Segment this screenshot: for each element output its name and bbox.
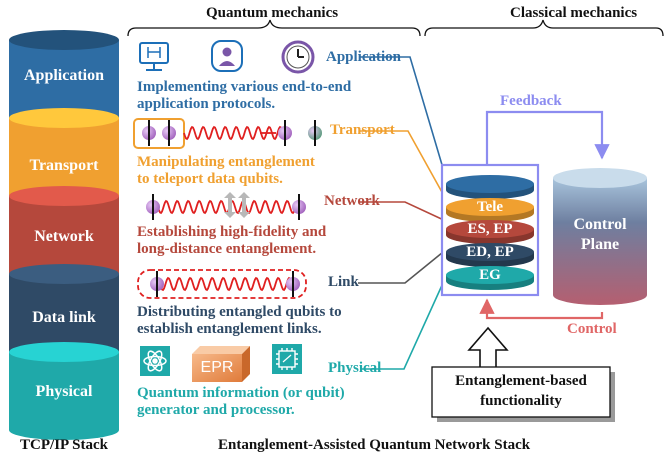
transport-description-line2: to teleport data qubits. <box>137 171 283 187</box>
feedback-label: Feedback <box>500 93 562 109</box>
tcp-layer-network: Network <box>34 228 94 245</box>
functionality-box <box>431 366 611 418</box>
tcp-layer-body <box>9 274 119 362</box>
tcp-layer-body <box>9 352 119 440</box>
func-disk-top <box>446 220 534 238</box>
qubit-icon <box>142 120 156 146</box>
spin-arrow-icon <box>152 194 154 220</box>
app-monitor-icon <box>139 42 169 71</box>
atom-icon <box>140 346 170 376</box>
func-disk-top <box>446 198 534 216</box>
control-plane-label-line1: Control <box>573 216 627 233</box>
quantum-stack-title: Entanglement-Assisted Quantum Network St… <box>218 437 531 453</box>
classical-brace <box>424 19 664 37</box>
control-plane-label-line2: Plane <box>580 236 620 253</box>
spin-arrow-icon <box>284 120 286 146</box>
layer-name-network: Network <box>324 193 380 209</box>
tcp-layer-body <box>9 196 119 284</box>
spin-arrow-icon <box>292 271 294 297</box>
feedback-arrow <box>485 110 610 170</box>
layer-name-application: Application <box>326 49 402 65</box>
qubit-icon <box>278 120 292 146</box>
tcp-layer-top <box>9 108 119 128</box>
control-plane-cylinder <box>553 168 647 305</box>
user-icon <box>211 40 243 72</box>
qubit-icon <box>146 194 160 220</box>
clock-icon <box>281 40 315 74</box>
disk-label-es-ep: ES, EP <box>467 221 513 237</box>
disk-label-eg: EG <box>479 267 501 283</box>
spin-arrow-icon <box>156 271 158 297</box>
spin-arrow-icon <box>298 194 300 220</box>
chip-icon <box>272 344 302 374</box>
qubit-icon <box>286 271 300 297</box>
quantum-brace <box>127 19 421 37</box>
functionality-line1: Entanglement-based <box>455 373 587 389</box>
link-description-line2: establish entanglement links. <box>137 321 322 337</box>
qubit-icon <box>150 271 164 297</box>
tcp-stack-title: TCP/IP Stack <box>20 437 108 453</box>
application-description-line2: application protocols. <box>137 96 276 112</box>
epr-box-icon <box>192 346 250 382</box>
transport-description-line1: Manipulating entanglement <box>137 154 315 170</box>
spin-arrow-icon <box>168 120 170 146</box>
transport-entanglement <box>133 118 289 149</box>
swap-arrow-icon <box>238 192 250 218</box>
layer-name-physical: Physical <box>328 360 382 376</box>
connector-lines <box>358 56 449 370</box>
func-disk-top <box>446 266 534 284</box>
control-arrow <box>479 298 604 320</box>
tcp-ip-stack <box>9 30 119 440</box>
functionality-line2: functionality <box>480 393 562 409</box>
layer-name-transport: Transport <box>330 122 395 138</box>
spin-arrow-icon <box>314 120 316 146</box>
network-description-line2: long-distance entanglement. <box>137 241 317 257</box>
functionality-up-arrow <box>467 326 509 370</box>
functional-stack-disks <box>446 175 534 290</box>
qubit-icon <box>292 194 306 220</box>
network-description-line1: Establishing high-fidelity and <box>137 224 327 240</box>
tcp-layer-data-link: Data link <box>32 309 96 326</box>
tcp-layer-top <box>9 186 119 206</box>
epr-label: EPR <box>200 359 234 376</box>
swap-arrow-icon <box>224 192 236 218</box>
network-entanglement <box>157 192 301 218</box>
tcp-layer-top <box>9 264 119 284</box>
qubit-icon <box>162 120 176 146</box>
tcp-layer-physical: Physical <box>35 383 93 400</box>
quantum-mechanics-header: Quantum mechanics <box>206 5 339 21</box>
disk-label-tele: Tele <box>476 199 504 215</box>
physical-description-line2: generator and processor. <box>137 402 295 418</box>
disk-label-ed-ep: ED, EP <box>466 244 514 260</box>
tcp-layer-top <box>9 30 119 50</box>
tcp-layer-top <box>9 342 119 362</box>
func-disk-top <box>446 243 534 261</box>
control-label: Control <box>567 321 617 337</box>
tcp-layer-transport: Transport <box>29 157 99 174</box>
tcp-layer-body <box>9 40 119 128</box>
qubit-icon <box>308 120 322 146</box>
layer-name-link: Link <box>328 274 359 290</box>
spin-arrow-icon <box>148 120 150 146</box>
tcp-layer-application: Application <box>23 67 104 84</box>
classical-mechanics-header: Classical mechanics <box>510 5 638 21</box>
application-description-line1: Implementing various end-to-end <box>137 79 352 95</box>
physical-description-line1: Quantum information (or qubit) <box>137 385 345 401</box>
func-disk-top <box>446 175 534 193</box>
tcp-layer-body <box>9 118 119 206</box>
link-description-line1: Distributing entangled qubits to <box>137 304 342 320</box>
link-entanglement <box>137 269 307 299</box>
